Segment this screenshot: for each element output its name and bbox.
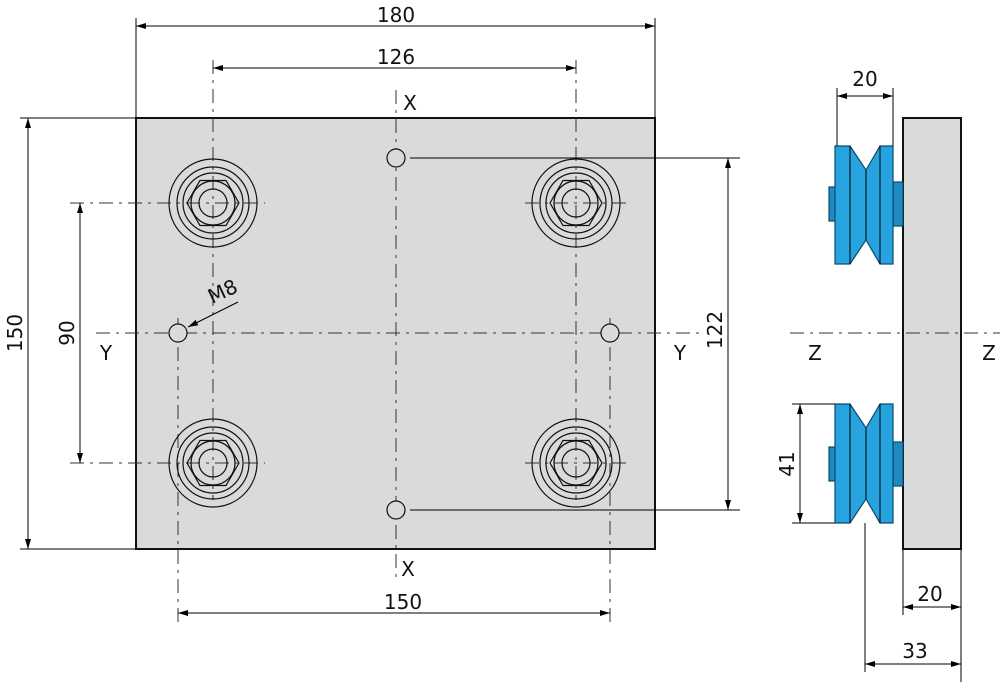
axis-x-top: X — [403, 91, 417, 115]
dim-wheel-spacing-x: 126 — [377, 45, 415, 69]
side-view: Z Z 20 41 — [775, 67, 1000, 682]
dim-hole-spacing-vertical: 122 — [703, 311, 727, 349]
wheel-bottom-left — [168, 418, 258, 508]
axis-y-left: Y — [99, 341, 113, 365]
hole-bottom — [386, 500, 406, 520]
wheel-top-left — [168, 158, 258, 248]
axis-z-left: Z — [808, 341, 822, 365]
wheel-top-right — [531, 158, 621, 248]
dim-side-total-depth: 33 — [902, 639, 927, 663]
hole-top — [386, 148, 406, 168]
dim-side-wheel-width: 20 — [852, 67, 877, 91]
dim-plate-height: 150 — [3, 314, 27, 352]
dim-plate-width: 180 — [377, 3, 415, 27]
dim-wheel-spacing-y: 90 — [55, 320, 79, 345]
axis-x-bottom: X — [401, 557, 415, 581]
dim-side-wheel-diameter: 41 — [775, 451, 799, 476]
dim-hole-spacing-horizontal: 150 — [384, 590, 422, 614]
hole-left — [168, 323, 188, 343]
axis-z-right: Z — [982, 341, 996, 365]
dim-side-plate-thickness: 20 — [917, 582, 942, 606]
hole-right — [600, 323, 620, 343]
axis-y-right: Y — [673, 341, 687, 365]
front-view: 180 126 X X Y Y 150 90 122 150 M8 — [3, 3, 740, 628]
side-wheel-bottom — [828, 403, 904, 524]
side-wheel-top — [828, 145, 904, 265]
wheel-bottom-right — [531, 418, 621, 508]
